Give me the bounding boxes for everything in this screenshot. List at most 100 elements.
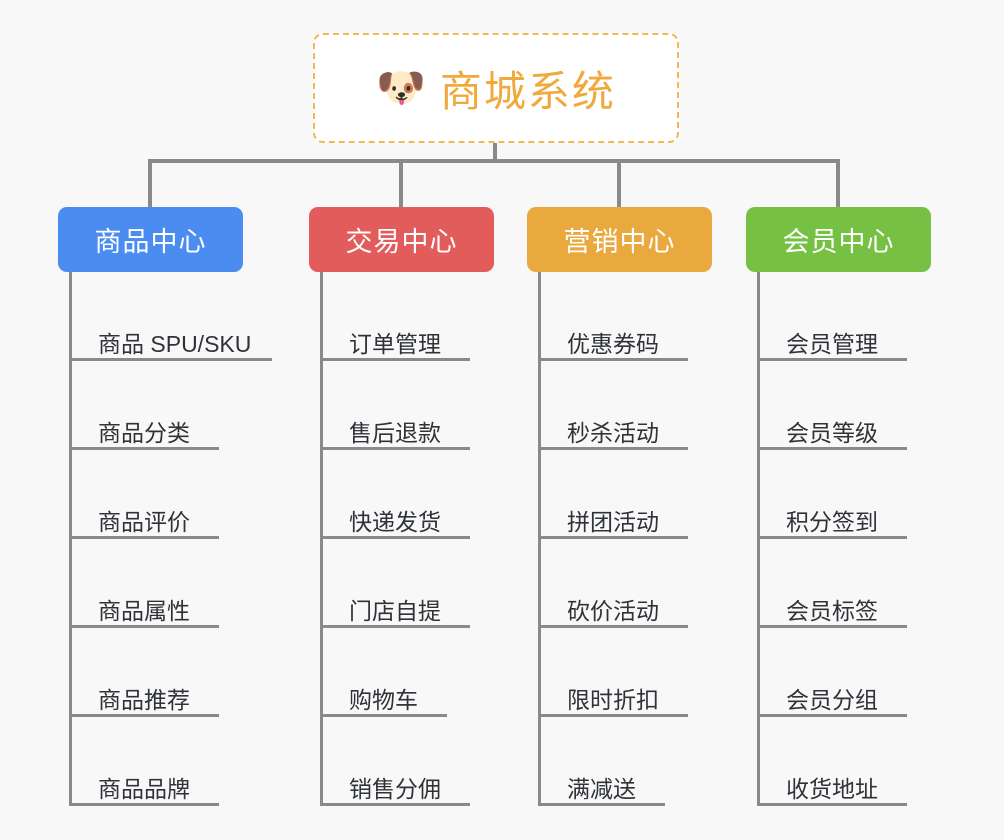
leaf-item-underline	[538, 536, 688, 539]
branch-header-label: 会员中心	[782, 227, 895, 257]
leaf-item-label: 门店自提	[349, 597, 441, 624]
leaf-item[interactable]: 商品推荐	[58, 628, 243, 717]
branch-items-1: 商品 SPU/SKU 商品分类商品评价商品属性商品推荐商品品牌	[58, 272, 272, 806]
leaf-item[interactable]: 收货地址	[746, 717, 931, 806]
leaf-item-underline	[69, 447, 219, 450]
leaf-item-underline	[320, 714, 447, 717]
leaf-item-underline	[69, 803, 219, 806]
leaf-item-underline	[538, 625, 688, 628]
leaf-item-label: 商品评价	[98, 508, 190, 535]
branch-column-4: 会员中心会员管理会员等级积分签到会员标签会员分组收货地址	[746, 207, 931, 806]
branch-spine-2	[320, 272, 323, 806]
leaf-item[interactable]: 商品 SPU/SKU	[58, 272, 272, 361]
leaf-item-underline	[320, 536, 470, 539]
leaf-item-label: 商品分类	[98, 419, 190, 446]
leaf-item-label: 商品 SPU/SKU	[98, 330, 252, 357]
leaf-item-label: 砍价活动	[567, 597, 659, 624]
branch-header-label: 营销中心	[563, 227, 676, 257]
leaf-item-underline	[320, 803, 470, 806]
connector-drop-3	[617, 159, 621, 207]
root-node[interactable]: 🐶 商城系统	[313, 33, 679, 143]
leaf-item[interactable]: 限时折扣	[527, 628, 712, 717]
leaf-item-label: 商品属性	[98, 597, 190, 624]
leaf-item[interactable]: 会员分组	[746, 628, 931, 717]
leaf-item-underline	[538, 803, 665, 806]
branch-header-label: 交易中心	[345, 227, 458, 257]
leaf-item-underline	[320, 358, 470, 361]
root-title: 商城系统	[439, 67, 616, 115]
leaf-item[interactable]: 快递发货	[309, 450, 494, 539]
leaf-item-label: 订单管理	[349, 330, 441, 357]
shiba-dog-icon: 🐶	[376, 66, 426, 110]
leaf-item[interactable]: 订单管理	[309, 272, 494, 361]
leaf-item-label: 售后退款	[349, 419, 441, 446]
leaf-item-underline	[538, 714, 688, 717]
leaf-item[interactable]: 商品分类	[58, 361, 243, 450]
leaf-item-underline	[320, 447, 470, 450]
leaf-item-label: 购物车	[349, 686, 418, 713]
leaf-item-underline	[538, 358, 688, 361]
leaf-item-label: 拼团活动	[567, 508, 659, 535]
leaf-item[interactable]: 秒杀活动	[527, 361, 712, 450]
branch-column-2: 交易中心订单管理售后退款快递发货门店自提购物车销售分佣	[309, 207, 494, 806]
leaf-item-label: 销售分佣	[349, 775, 441, 802]
branch-column-1: 商品中心商品 SPU/SKU 商品分类商品评价商品属性商品推荐商品品牌	[58, 207, 272, 806]
leaf-item[interactable]: 商品属性	[58, 539, 243, 628]
leaf-item[interactable]: 门店自提	[309, 539, 494, 628]
leaf-item-label: 收货地址	[786, 775, 878, 802]
branch-header-1[interactable]: 商品中心	[58, 207, 243, 272]
branch-spine-1	[69, 272, 72, 806]
leaf-item-label: 快递发货	[349, 508, 441, 535]
leaf-item-underline	[69, 714, 219, 717]
leaf-item-underline	[757, 625, 907, 628]
connector-drop-2	[399, 159, 403, 207]
leaf-item-label: 优惠券码	[567, 330, 659, 357]
leaf-item[interactable]: 拼团活动	[527, 450, 712, 539]
branch-header-4[interactable]: 会员中心	[746, 207, 931, 272]
leaf-item-label: 会员分组	[786, 686, 878, 713]
leaf-item[interactable]: 会员等级	[746, 361, 931, 450]
leaf-item-underline	[538, 447, 688, 450]
leaf-item-label: 会员标签	[786, 597, 878, 624]
leaf-item-label: 秒杀活动	[567, 419, 659, 446]
branch-header-3[interactable]: 营销中心	[527, 207, 712, 272]
branch-items-3: 优惠券码秒杀活动拼团活动砍价活动限时折扣满减送	[527, 272, 712, 806]
leaf-item[interactable]: 销售分佣	[309, 717, 494, 806]
leaf-item-label: 积分签到	[786, 508, 878, 535]
leaf-item-label: 限时折扣	[567, 686, 659, 713]
leaf-item[interactable]: 满减送	[527, 717, 712, 806]
branch-spine-4	[757, 272, 760, 806]
leaf-item[interactable]: 商品品牌	[58, 717, 243, 806]
branch-spine-3	[538, 272, 541, 806]
branch-items-4: 会员管理会员等级积分签到会员标签会员分组收货地址	[746, 272, 931, 806]
connector-drop-1	[148, 159, 152, 207]
leaf-item-underline	[69, 625, 219, 628]
leaf-item[interactable]: 砍价活动	[527, 539, 712, 628]
leaf-item[interactable]: 优惠券码	[527, 272, 712, 361]
leaf-item-label: 商品品牌	[98, 775, 190, 802]
leaf-item[interactable]: 商品评价	[58, 450, 243, 539]
connector-root-stem	[493, 143, 497, 162]
leaf-item[interactable]: 售后退款	[309, 361, 494, 450]
leaf-item-underline	[757, 714, 907, 717]
leaf-item[interactable]: 积分签到	[746, 450, 931, 539]
leaf-item-underline	[69, 358, 272, 361]
leaf-item[interactable]: 会员管理	[746, 272, 931, 361]
leaf-item-underline	[69, 536, 219, 539]
leaf-item-label: 会员管理	[786, 330, 878, 357]
branch-column-3: 营销中心优惠券码秒杀活动拼团活动砍价活动限时折扣满减送	[527, 207, 712, 806]
leaf-item-label: 满减送	[567, 775, 636, 802]
branch-items-2: 订单管理售后退款快递发货门店自提购物车销售分佣	[309, 272, 494, 806]
leaf-item-underline	[757, 536, 907, 539]
branch-header-2[interactable]: 交易中心	[309, 207, 494, 272]
leaf-item-underline	[757, 358, 907, 361]
branch-header-label: 商品中心	[94, 227, 207, 257]
connector-drop-4	[836, 159, 840, 207]
leaf-item-label: 会员等级	[786, 419, 878, 446]
leaf-item[interactable]: 会员标签	[746, 539, 931, 628]
leaf-item[interactable]: 购物车	[309, 628, 494, 717]
leaf-item-underline	[757, 803, 907, 806]
leaf-item-underline	[757, 447, 907, 450]
leaf-item-underline	[320, 625, 470, 628]
